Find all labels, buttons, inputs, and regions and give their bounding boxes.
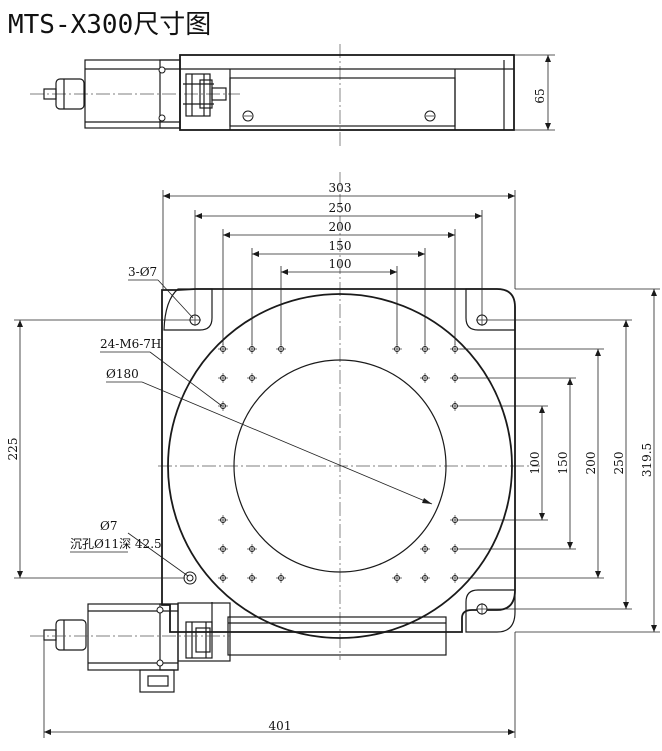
height-65-label: 65	[533, 88, 547, 103]
dim-225-label: 225	[6, 438, 20, 461]
bore-d180-label: Ø180	[106, 367, 139, 381]
dim-401-label: 401	[269, 719, 292, 733]
dim-319-5-label: 319.5	[640, 443, 654, 477]
dim-100-right-label: 100	[528, 452, 542, 475]
thread-holes	[220, 346, 458, 581]
dim-150-right-label: 150	[556, 452, 570, 475]
hole-d7-label: Ø7	[100, 519, 117, 533]
dim-200-right-label: 200	[584, 452, 598, 475]
dim-303-label: 303	[329, 181, 352, 195]
base-plate	[161, 288, 516, 633]
dim-150-top-label: 150	[329, 239, 352, 253]
plan-view: 303 250 200 150 100 225	[6, 172, 660, 738]
connector	[139, 669, 175, 693]
dim-250-right-label: 250	[612, 452, 626, 475]
dim-100-top-label: 100	[329, 257, 352, 271]
plan-knob	[55, 619, 87, 651]
page-title: MTS-X300尺寸图	[8, 10, 212, 40]
thread-24-m6-label: 24-M6-7H	[100, 337, 161, 351]
table-outer-circle	[167, 293, 513, 639]
dim-200-top-label: 200	[329, 220, 352, 234]
counterbore-label: 沉孔Ø11深 42.5	[70, 537, 162, 551]
holes-3-d7-label: 3-Ø7	[128, 265, 157, 279]
dim-250-top-label: 250	[329, 201, 352, 215]
bore-circle	[233, 359, 447, 573]
side-view: 65	[30, 44, 555, 148]
plan-motor	[87, 603, 179, 671]
